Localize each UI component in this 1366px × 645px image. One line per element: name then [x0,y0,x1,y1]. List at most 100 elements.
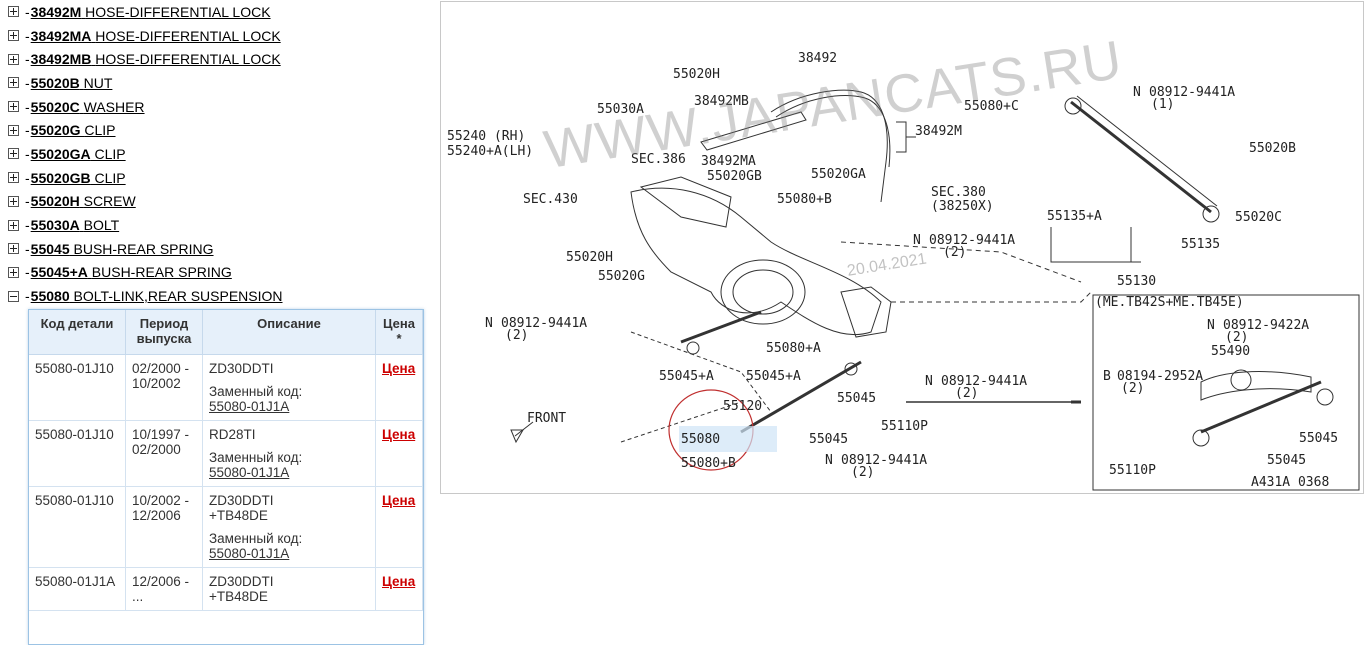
tree-item-link[interactable]: 55020G CLIP [31,122,116,138]
tree-item[interactable]: -38492MB HOSE-DIFFERENTIAL LOCK [8,47,433,71]
label-55045A-1[interactable]: 55045+A [659,369,714,384]
label-qty-7: (2) [1121,381,1144,396]
label-38492MA[interactable]: 38492MA [701,154,756,169]
label-55130[interactable]: 55130 [1117,274,1156,289]
label-55135[interactable]: 55135 [1181,237,1220,252]
replacement-code-link[interactable]: 55080-01J1A [209,465,290,480]
label-55240A[interactable]: 55240+A(LH) [447,144,533,159]
label-55080A[interactable]: 55080+A [766,341,821,356]
label-55080B-2[interactable]: 55080+B [681,456,736,471]
parts-diagram[interactable]: 38492 55020H 38492MB 55030A 55240 (RH) 5… [440,1,1364,494]
replacement-label: Заменный код: [209,384,303,399]
tree-item-link[interactable]: 55045 BUSH-REAR SPRING [31,241,214,257]
tree-item-link[interactable]: 55045+A BUSH-REAR SPRING [31,264,232,280]
cell-code: 55080-01J1A [29,567,126,611]
label-08912-9422A[interactable]: 08912-9422A [1223,318,1309,333]
expand-icon[interactable] [8,53,19,65]
label-55030A[interactable]: 55030A [597,102,644,117]
tree-item-link[interactable]: 38492M HOSE-DIFFERENTIAL LOCK [31,4,271,20]
label-55240[interactable]: 55240 (RH) [447,129,525,144]
tree-item-link[interactable]: 55020GA CLIP [31,146,126,162]
tree-item-link[interactable]: 55020GB CLIP [31,170,126,186]
expand-icon[interactable] [8,172,19,184]
label-08912-9441A-3[interactable]: 08912-9441A [501,316,587,331]
price-link[interactable]: Цена [382,361,416,376]
label-N-2: N [913,233,921,248]
label-55020C[interactable]: 55020C [1235,210,1282,225]
expand-icon[interactable] [8,30,19,42]
expand-icon[interactable] [8,195,19,207]
label-55135A[interactable]: 55135+A [1047,209,1102,224]
replacement-label: Заменный код: [209,450,303,465]
expand-icon[interactable] [8,101,19,113]
expand-icon[interactable] [8,124,19,136]
label-55045-4[interactable]: 55045 [1267,453,1306,468]
tree-item-link[interactable]: 55030A BOLT [31,217,119,233]
price-link[interactable]: Цена [382,493,416,508]
label-55110P[interactable]: 55110P [881,419,928,434]
tree-item[interactable]: -38492MA HOSE-DIFFERENTIAL LOCK [8,24,433,48]
tree-item-link[interactable]: 55020B NUT [31,75,113,91]
label-55045-1[interactable]: 55045 [837,391,876,406]
cell-price: Цена [375,354,423,421]
tree-item[interactable]: -55045 BUSH-REAR SPRING [8,237,433,261]
label-55110P-2[interactable]: 55110P [1109,463,1156,478]
label-55080[interactable]: 55080 [681,432,720,447]
replacement-code-link[interactable]: 55080-01J1A [209,399,290,414]
label-55045-3[interactable]: 55045 [1299,431,1338,446]
label-38492[interactable]: 38492 [798,51,837,66]
expand-icon[interactable] [8,77,19,89]
tree-item[interactable]: -55080 BOLT-LINK,REAR SUSPENSION [8,284,433,308]
label-55020B[interactable]: 55020B [1249,141,1296,156]
expand-icon[interactable] [8,219,19,231]
price-link[interactable]: Цена [382,427,416,442]
collapse-icon[interactable] [8,290,19,302]
tree-item[interactable]: -55020C WASHER [8,95,433,119]
tree-item[interactable]: -55030A BOLT [8,213,433,237]
tree-item[interactable]: -55045+A BUSH-REAR SPRING [8,261,433,285]
price-link[interactable]: Цена [382,574,416,589]
label-55020GA[interactable]: 55020GA [811,167,866,182]
tree-item-link[interactable]: 55020H SCREW [31,193,136,209]
replacement-code-link[interactable]: 55080-01J1A [209,546,290,561]
label-08194-2952A[interactable]: 08194-2952A [1117,369,1203,384]
label-08912-9441A-1[interactable]: 08912-9441A [1149,85,1235,100]
tree-item[interactable]: -38492M HOSE-DIFFERENTIAL LOCK [8,0,433,24]
label-sec380[interactable]: SEC.380 [931,185,986,200]
tree-item[interactable]: -55020H SCREW [8,190,433,214]
label-08912-9441A-2[interactable]: 08912-9441A [929,233,1015,248]
label-08912-9441A-4[interactable]: 08912-9441A [941,374,1027,389]
tree-item-link[interactable]: 38492MA HOSE-DIFFERENTIAL LOCK [31,28,281,44]
label-55080B-1[interactable]: 55080+B [777,192,832,207]
label-55045-2[interactable]: 55045 [809,432,848,447]
label-qty-3: (2) [505,328,528,343]
tree-item[interactable]: -55020B NUT [8,71,433,95]
label-08912-9441A-5[interactable]: 08912-9441A [841,453,927,468]
tree-item[interactable]: -55020GA CLIP [8,142,433,166]
label-38492M[interactable]: 38492M [915,124,962,139]
label-38492MB[interactable]: 38492MB [694,94,749,109]
tree-item-link[interactable]: 38492MB HOSE-DIFFERENTIAL LOCK [31,51,281,67]
label-sec430[interactable]: SEC.430 [523,192,578,207]
tree-item[interactable]: -55020GB CLIP [8,166,433,190]
label-N-5: N [825,453,833,468]
expand-icon[interactable] [8,148,19,160]
label-55045A-2[interactable]: 55045+A [746,369,801,384]
label-55490[interactable]: 55490 [1211,344,1250,359]
part-code: 55045 [30,240,70,257]
expand-icon[interactable] [8,243,19,255]
label-55080C[interactable]: 55080+C [964,99,1019,114]
tree-item-link[interactable]: 55020C WASHER [31,99,145,115]
label-55120[interactable]: 55120 [723,399,762,414]
label-55020H-2[interactable]: 55020H [566,250,613,265]
expand-icon[interactable] [8,6,19,18]
label-55020G[interactable]: 55020G [598,269,645,284]
expand-icon[interactable] [8,266,19,278]
tree-item-link[interactable]: 55080 BOLT-LINK,REAR SUSPENSION [31,288,283,304]
label-38250X[interactable]: (38250X) [931,199,994,214]
tree-item[interactable]: -55020G CLIP [8,118,433,142]
label-55020GB[interactable]: 55020GB [707,169,762,184]
label-55020H[interactable]: 55020H [673,67,720,82]
label-sec386[interactable]: SEC.386 [631,152,686,167]
